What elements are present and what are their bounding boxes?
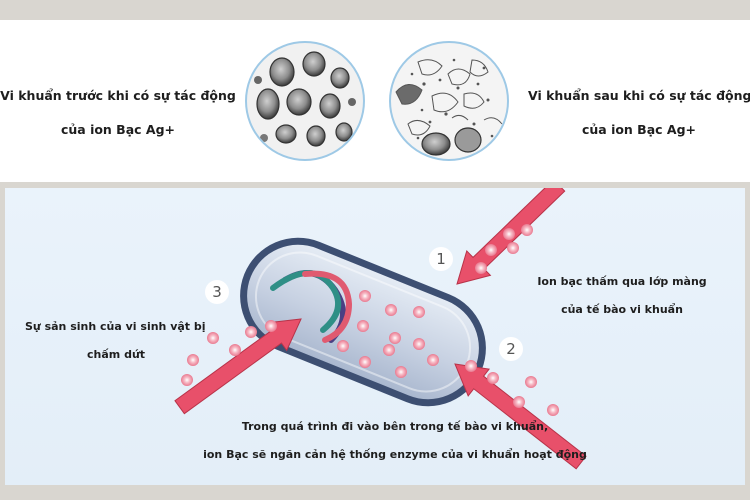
caption-before: Vi khuẩn trước khi có sự tác động của io…: [0, 86, 236, 140]
step-1-label: Ion bạc thấm qua lớp màng của tế bào vi …: [517, 274, 727, 318]
step-1-number: 1: [429, 247, 453, 271]
step-3-label: Sự sản sinh của vi sinh vật bị chấm dứt: [25, 319, 206, 363]
dna-strand-icon: [270, 269, 353, 343]
step-3-line2: chấm dứt: [87, 348, 146, 361]
silver-ions-arrow-2: [465, 360, 559, 416]
step-2-number: 2: [499, 337, 523, 361]
bacteria-after-micrograph-icon: [389, 41, 509, 161]
step-3-number: 3: [205, 280, 229, 304]
micrograph-panel: Vi khuẩn trước khi có sự tác động của io…: [0, 20, 750, 182]
bacteria-before-micrograph-icon: [245, 41, 365, 161]
step-1-line1: Ion bạc thấm qua lớp màng: [537, 275, 707, 288]
arrow-2-icon: [454, 363, 587, 470]
mechanism-illustration: [174, 188, 587, 470]
caption-before-line2: của ion Bạc Ag+: [60, 122, 176, 137]
caption-after: Vi khuẩn sau khi có sự tác động của ion …: [528, 86, 750, 140]
caption-before-line1: Vi khuẩn trước khi có sự tác động: [0, 88, 236, 103]
caption-after-line2: của ion Bạc Ag+: [581, 122, 697, 137]
mechanism-diagram: 1 2 3 Ion bạc thấm qua lớp màng của tế b…: [5, 188, 745, 485]
caption-after-line1: Vi khuẩn sau khi có sự tác động: [528, 88, 750, 103]
silver-ions-arrow-1: [475, 224, 533, 274]
silver-ions-arrow-3: [181, 320, 277, 386]
step-3-line1: Sự sản sinh của vi sinh vật bị: [25, 320, 206, 333]
step-1-line2: của tế bào vi khuẩn: [561, 303, 683, 316]
step-2-line1: Trong quá trình đi vào bên trong tế bào …: [241, 420, 549, 433]
step-2-label: Trong quá trình đi vào bên trong tế bào …: [155, 419, 635, 463]
step-2-line2: ion Bạc sẽ ngăn cản hệ thống enzyme của …: [203, 448, 587, 461]
silver-ions-inside: [337, 290, 439, 378]
